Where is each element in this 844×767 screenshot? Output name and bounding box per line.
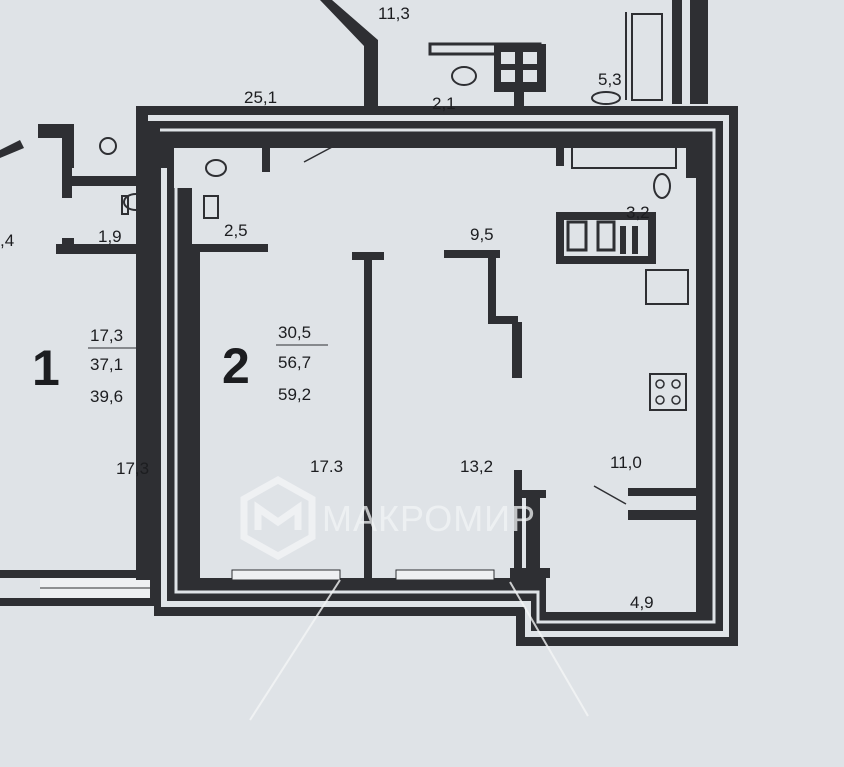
label-apt1-bath: 1,9 [98,227,122,246]
label-apt2-kitchen: 11,0 [610,453,642,472]
watermark-brand: МАКРОМИР [322,498,536,539]
label-apt2-loggia: 4,9 [630,593,654,612]
label-apt2-bath: 3,2 [626,203,650,222]
apartment-1-living-area: 17,3 [90,326,123,345]
apartment-2-partitions [192,145,696,578]
apartment-2-total-area: 56,7 [278,353,311,372]
apartment-1-summary: 1 17,3 37,1 39,6 [32,326,138,406]
apartment-1-number: 1 [32,340,60,396]
label-apt2-room-right: 13,2 [460,457,493,476]
label-apt2-room-left: 17.3 [310,457,343,476]
apartment-1-total-area: 37,1 [90,355,123,374]
makromir-logo-icon [240,475,316,561]
label-apt2-hall: 9,5 [470,225,494,244]
label-left-edge-partial: ,4 [0,231,14,250]
label-apt2-wc: 2,5 [224,221,248,240]
apartment-1-area-with-balcony: 39,6 [90,387,123,406]
apartment-2-living-area: 30,5 [278,323,311,342]
apartment-2-number: 2 [222,338,250,394]
room-area-labels: 11,3 25,1 2,1 5,3 ,4 1,9 17,3 2,5 9,5 3,… [0,4,654,612]
label-corridor-neighbor: 25,1 [244,88,277,107]
neighbor-walls [320,0,708,108]
label-bath-neighbor-left: 2,1 [432,94,456,113]
watermark: МАКРОМИР [240,475,536,561]
apartment-2-area-with-balcony: 59,2 [278,385,311,404]
label-apt1-room: 17,3 [116,459,149,478]
apartment-2-summary: 2 30,5 56,7 59,2 [222,323,328,404]
label-bath-neighbor-right: 5,3 [598,70,622,89]
photo-glare [249,579,589,721]
label-top-center: 11,3 [378,4,410,23]
apartment-2-walls [136,106,738,646]
